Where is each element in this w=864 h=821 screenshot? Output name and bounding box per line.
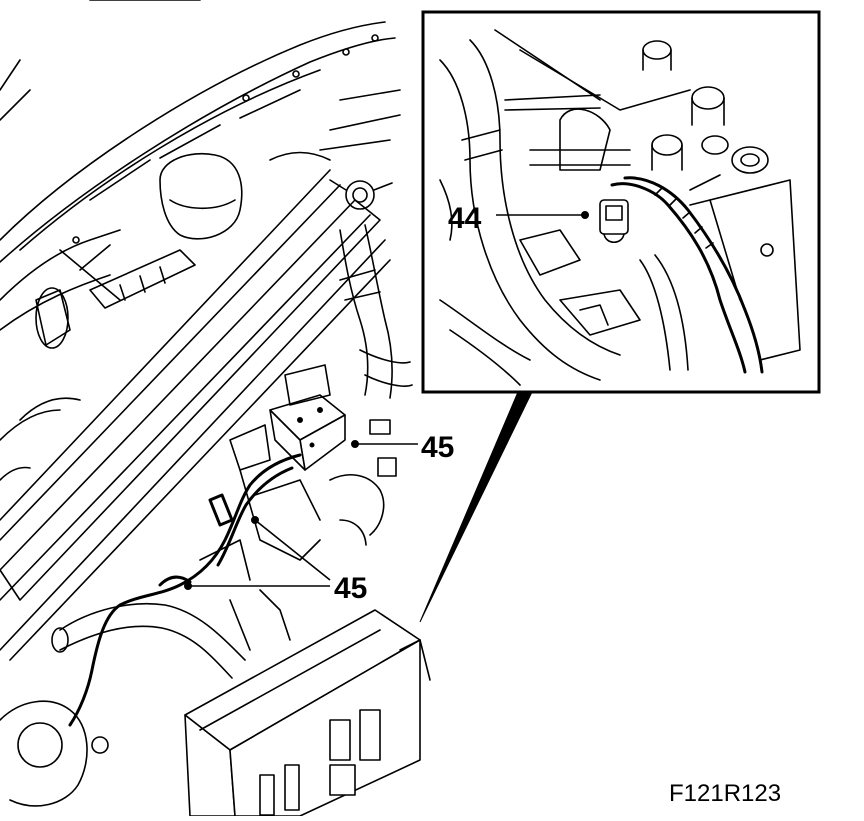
callout-label-45-lower: 45 xyxy=(334,572,367,605)
callout-leaders xyxy=(184,211,589,590)
engine-bay-drawing xyxy=(0,0,431,817)
callout-label-44: 44 xyxy=(448,202,482,235)
figure-id: F121R123 xyxy=(669,780,781,807)
inset-detail-view xyxy=(419,10,821,623)
inset-drawing xyxy=(439,29,801,386)
callout-label-45-upper: 45 xyxy=(421,431,454,464)
